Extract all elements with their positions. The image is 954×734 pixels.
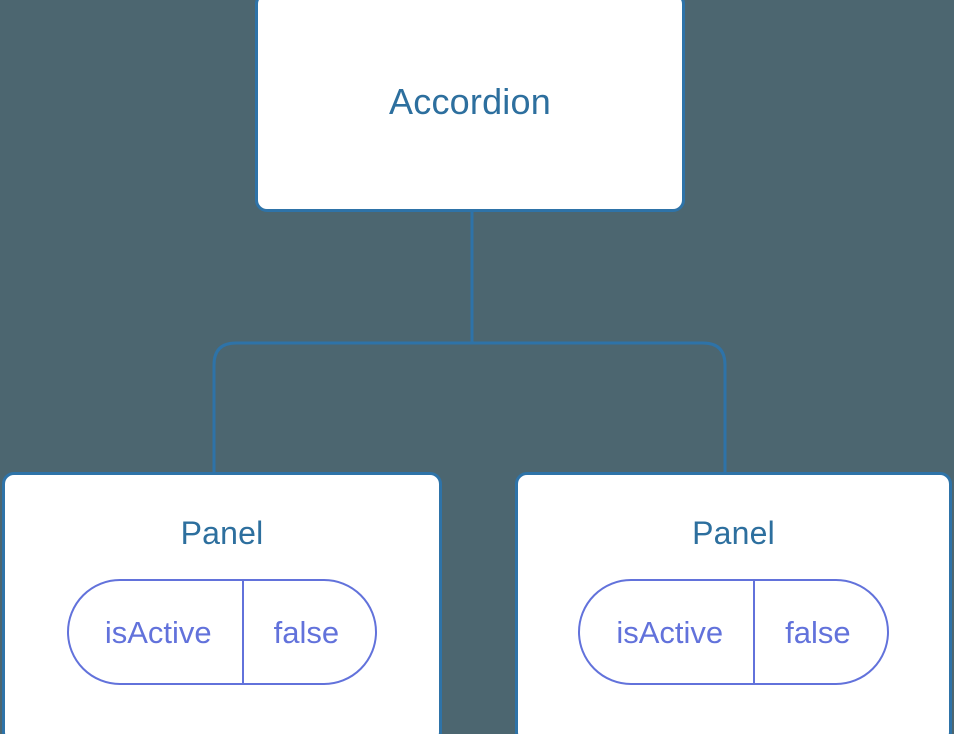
prop-value-panel-1: false <box>753 581 886 683</box>
node-panel-0[interactable]: Panel isActive false <box>2 472 442 734</box>
edge-root-to-panel-1 <box>472 341 727 474</box>
node-accordion[interactable]: Accordion <box>255 0 685 212</box>
prop-value-panel-0: false <box>241 581 375 683</box>
prop-key-panel-0: isActive <box>104 614 212 650</box>
node-panel-0-label: Panel <box>180 515 264 551</box>
node-panel-1-label: Panel <box>692 515 775 551</box>
node-accordion-label: Accordion <box>389 81 551 122</box>
prop-pill-panel-1[interactable]: isActive false <box>578 579 889 685</box>
prop-pill-panel-0[interactable]: isActive false <box>66 579 378 685</box>
edge-root-to-panel-0 <box>212 341 472 474</box>
prop-key-panel-1: isActive <box>616 614 724 650</box>
node-panel-1[interactable]: Panel isActive false <box>515 472 952 734</box>
